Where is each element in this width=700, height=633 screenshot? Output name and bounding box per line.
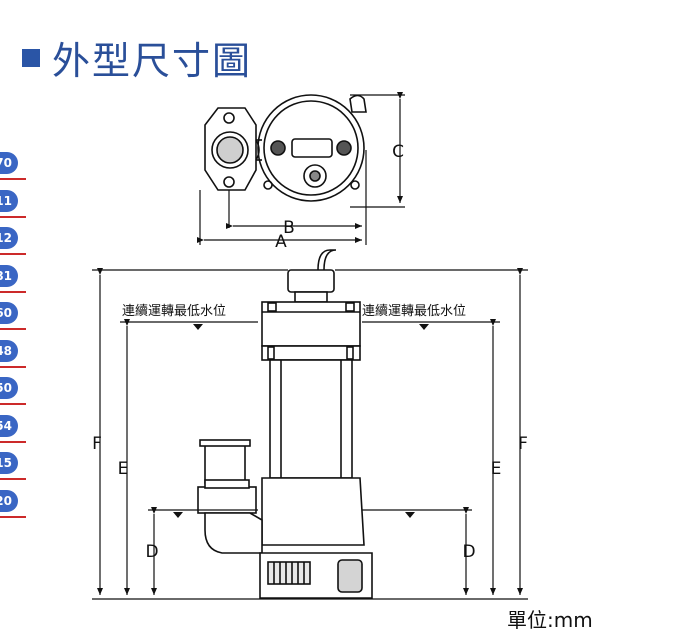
- tab-underline: [0, 178, 26, 180]
- tab-underline: [0, 291, 26, 293]
- dimension-label-f-right: F: [518, 434, 528, 454]
- dimension-label-e-left: E: [118, 459, 129, 479]
- side-tab[interactable]: 50: [0, 377, 18, 399]
- unit-label: 單位:mm: [507, 608, 593, 632]
- side-tab[interactable]: 70: [0, 152, 18, 174]
- side-tab[interactable]: 20: [0, 490, 18, 512]
- side-tab[interactable]: 54: [0, 415, 18, 437]
- tab-underline: [0, 253, 26, 255]
- side-tab[interactable]: 81: [0, 265, 18, 287]
- tab-underline: [0, 328, 26, 330]
- tab-underline: [0, 216, 26, 218]
- dimension-label-c: C: [392, 142, 404, 162]
- dimension-label-f-left: F: [92, 434, 102, 454]
- dimension-label-d-left: D: [145, 542, 158, 562]
- dimension-label-e-right: E: [491, 459, 502, 479]
- side-tab[interactable]: 60: [0, 302, 18, 324]
- page-title: 外型尺寸圖: [52, 39, 253, 83]
- side-view: [197, 249, 373, 599]
- dimension-label-d-right: D: [462, 542, 475, 562]
- page-heading: 外型尺寸圖: [22, 30, 252, 85]
- tab-underline: [0, 441, 26, 443]
- top-view: [204, 94, 367, 202]
- top-dimensions: [197, 92, 405, 245]
- side-tab[interactable]: 12: [0, 227, 18, 249]
- tab-underline: [0, 516, 26, 518]
- side-tab[interactable]: 11: [0, 190, 18, 212]
- side-tab[interactable]: 48: [0, 340, 18, 362]
- side-dimensions: [92, 268, 528, 600]
- min-water-level-label-right: 連續運轉最低水位: [362, 304, 466, 319]
- dimension-label-a: A: [275, 232, 287, 252]
- side-tab[interactable]: 15: [0, 452, 18, 474]
- dimension-label-b: B: [283, 218, 295, 238]
- tab-underline: [0, 478, 26, 480]
- tab-underline: [0, 366, 26, 368]
- tab-underline: [0, 403, 26, 405]
- min-water-level-label-left: 連續運轉最低水位: [122, 304, 226, 319]
- water-level-marker-icon: [173, 324, 429, 518]
- square-bullet-icon: [22, 48, 40, 67]
